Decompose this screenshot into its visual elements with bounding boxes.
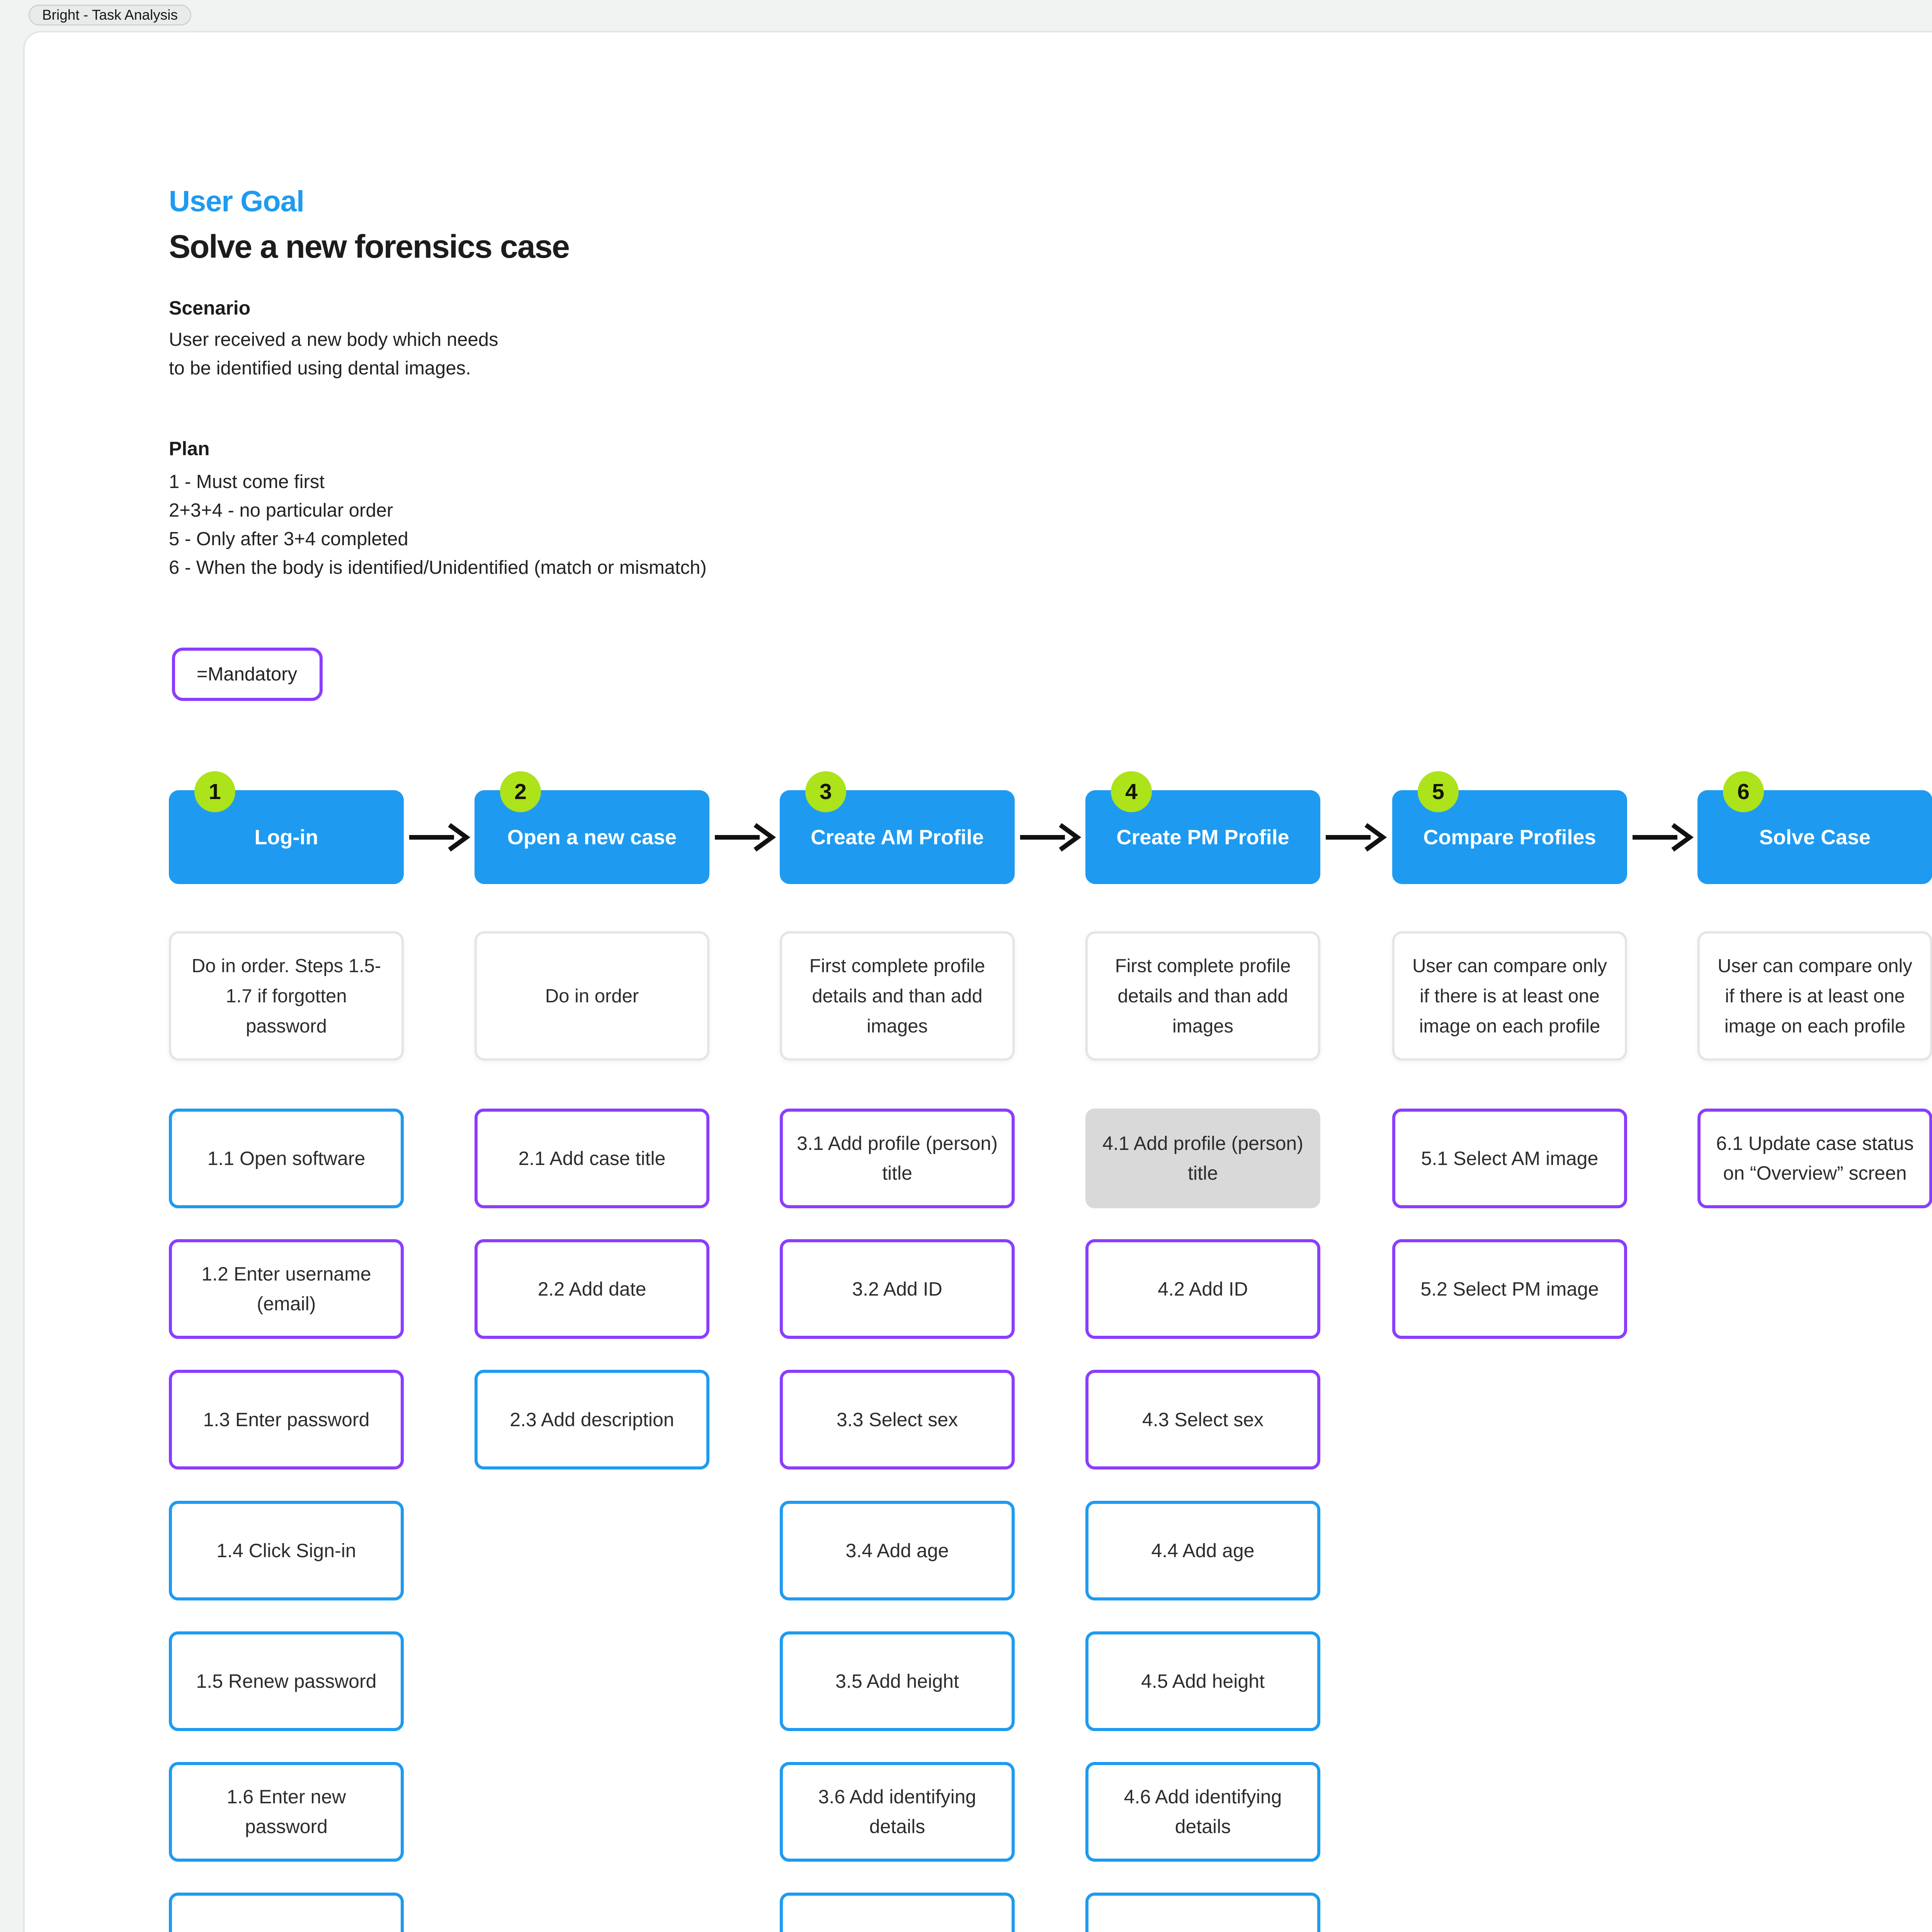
task-step[interactable]: 4.5 Add height: [1085, 1631, 1320, 1731]
page-title: Solve a new forensics case: [169, 228, 570, 265]
task-step[interactable]: 4.4 Add age: [1085, 1501, 1320, 1600]
task-step[interactable]: 1.3 Enter password: [169, 1370, 404, 1469]
browser-tab-label: Bright - Task Analysis: [42, 7, 178, 23]
phase-note[interactable]: User can compare only if there is at lea…: [1392, 931, 1627, 1061]
task-step[interactable]: 3.3 Select sex: [780, 1370, 1015, 1469]
task-step[interactable]: 4.7 Add comments: [1085, 1893, 1320, 1932]
task-step[interactable]: 5.2 Select PM image: [1392, 1239, 1627, 1339]
task-step[interactable]: 1.2 Enter username (email): [169, 1239, 404, 1339]
scenario-heading: Scenario: [169, 297, 251, 319]
task-step[interactable]: 1.1 Open software: [169, 1109, 404, 1208]
step-number-badge[interactable]: 2: [500, 771, 541, 812]
arrow-right-icon[interactable]: [408, 817, 470, 857]
task-step[interactable]: 6.1 Update case status on “Overview” scr…: [1697, 1109, 1932, 1208]
task-step[interactable]: 3.1 Add profile (person) title: [780, 1109, 1015, 1208]
task-step[interactable]: 3.7 Add comments: [780, 1893, 1015, 1932]
task-step[interactable]: 2.1 Add case title: [474, 1109, 709, 1208]
task-step[interactable]: 5.1 Select AM image: [1392, 1109, 1627, 1208]
task-step[interactable]: 4.1 Add profile (person) title: [1085, 1109, 1320, 1208]
task-step[interactable]: 3.5 Add height: [780, 1631, 1015, 1731]
task-step[interactable]: 3.2 Add ID: [780, 1239, 1015, 1339]
plan-item: 2+3+4 - no particular order: [169, 500, 393, 521]
arrow-right-icon[interactable]: [1632, 817, 1694, 857]
browser-tab[interactable]: Bright - Task Analysis: [29, 5, 191, 26]
phase-header-pm-profile[interactable]: Create PM Profile: [1085, 790, 1320, 884]
plan-item: 5 - Only after 3+4 completed: [169, 529, 408, 549]
task-step[interactable]: 4.6 Add identifying details: [1085, 1762, 1320, 1862]
plan-item: 1 - Must come first: [169, 471, 325, 492]
plan-item: 6 - When the body is identified/Unidenti…: [169, 557, 707, 578]
arrow-right-icon[interactable]: [1325, 817, 1387, 857]
scenario-line: to be identified using dental images.: [169, 358, 471, 379]
task-step[interactable]: 2.2 Add date: [474, 1239, 709, 1339]
plan-list: 1 - Must come first 2+3+4 - no particula…: [169, 468, 707, 582]
scenario-line: User received a new body which needs: [169, 329, 498, 350]
step-number-badge[interactable]: 6: [1723, 771, 1764, 812]
phase-note[interactable]: Do in order. Steps 1.5-1.7 if forgotten …: [169, 931, 404, 1061]
step-number-badge[interactable]: 3: [805, 771, 846, 812]
phase-note[interactable]: First complete profile details and than …: [780, 931, 1015, 1061]
mandatory-legend[interactable]: =Mandatory: [172, 648, 323, 701]
phase-note[interactable]: First complete profile details and than …: [1085, 931, 1320, 1061]
task-step[interactable]: 1.4 Click Sign-in: [169, 1501, 404, 1600]
step-number-badge[interactable]: 5: [1418, 771, 1459, 812]
task-step[interactable]: 3.4 Add age: [780, 1501, 1015, 1600]
arrow-right-icon[interactable]: [1019, 817, 1081, 857]
arrow-right-icon[interactable]: [714, 817, 776, 857]
task-step[interactable]: 1.6 Enter new password: [169, 1762, 404, 1862]
step-number-badge[interactable]: 1: [194, 771, 235, 812]
task-step[interactable]: 1.5 Renew password: [169, 1631, 404, 1731]
task-step[interactable]: 4.3 Select sex: [1085, 1370, 1320, 1469]
user-goal-label: User Goal: [169, 185, 304, 218]
phase-note[interactable]: Do in order: [474, 931, 709, 1061]
task-step[interactable]: 3.6 Add identifying details: [780, 1762, 1015, 1862]
step-number-badge[interactable]: 4: [1111, 771, 1152, 812]
task-step[interactable]: 4.2 Add ID: [1085, 1239, 1320, 1339]
plan-heading: Plan: [169, 438, 210, 459]
task-step[interactable]: 2.3 Add description: [474, 1370, 709, 1469]
scenario-text: User received a new body which needs to …: [169, 325, 498, 383]
phase-note[interactable]: User can compare only if there is at lea…: [1697, 931, 1932, 1061]
task-step[interactable]: 1.7 Click Sign-in: [169, 1893, 404, 1932]
phase-header-open-case[interactable]: Open a new case: [474, 790, 709, 884]
mandatory-legend-label: =Mandatory: [197, 664, 298, 685]
